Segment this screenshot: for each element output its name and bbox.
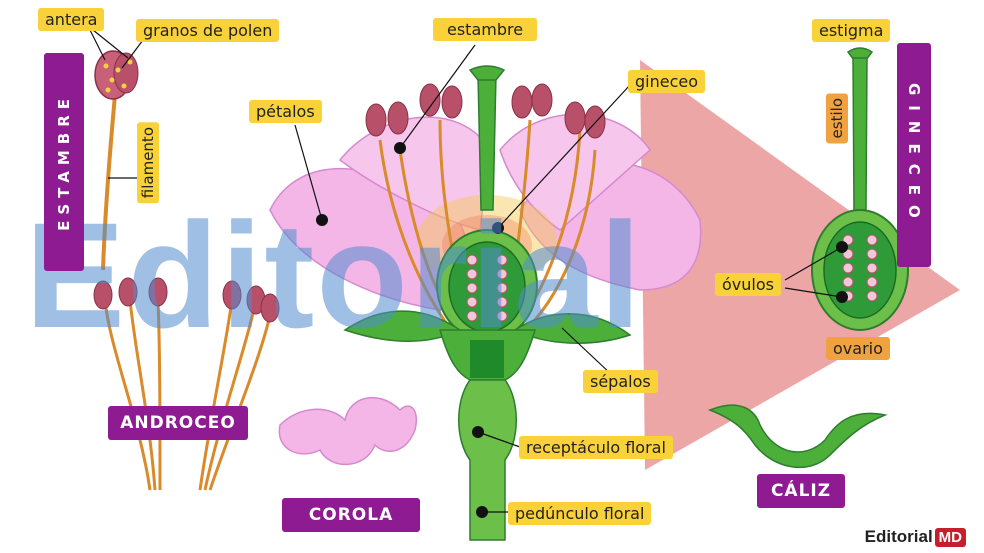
editorial-logo: Editorial MD <box>865 527 966 547</box>
estambre-label: estambre <box>433 18 537 41</box>
petalos-label: pétalos <box>249 100 322 123</box>
calyx-detail <box>710 405 885 467</box>
ovulos-label: óvulos <box>715 273 781 296</box>
gineceo-vertical-label: GINECEO <box>905 83 923 228</box>
caliz-label: CÁLIZ <box>757 474 845 508</box>
granos-de-polen-label: granos de polen <box>136 19 279 42</box>
receptaculo-floral-label: receptáculo floral <box>519 436 673 459</box>
estambre-vertical-label: ESTAMBRE <box>55 93 73 231</box>
corolla-detail <box>279 398 416 465</box>
gynoecium-detail <box>812 48 908 330</box>
logo-badge: MD <box>935 528 966 547</box>
watermark-text: Editorial <box>25 200 643 350</box>
antera-label: antera <box>38 8 104 31</box>
corola-label: COROLA <box>282 498 420 532</box>
pedunculo-floral-label: pedúnculo floral <box>508 502 651 525</box>
estambre-vertical-tag: ESTAMBRE <box>44 53 84 271</box>
androceo-label: ANDROCEO <box>108 406 248 440</box>
ovario-label: ovario <box>826 337 890 360</box>
estigma-label: estigma <box>812 19 890 42</box>
estilo-label: estilo <box>826 93 848 143</box>
gineceo-label: gineceo <box>628 70 705 93</box>
filamento-label: filamento <box>137 122 159 203</box>
sepalos-label: sépalos <box>583 370 658 393</box>
logo-text: Editorial <box>865 527 933 547</box>
gineceo-vertical-tag: GINECEO <box>897 43 931 267</box>
